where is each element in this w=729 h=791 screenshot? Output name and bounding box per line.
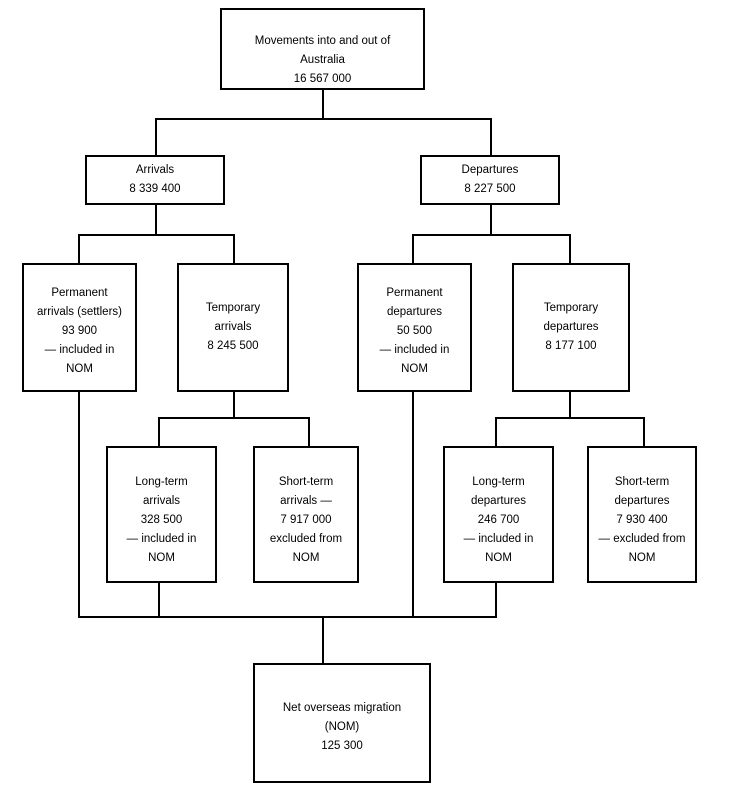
node-line: — included in (126, 533, 197, 545)
connector-permanent-arrivals-to-nom (78, 390, 80, 618)
node-line: Permanent (386, 287, 443, 299)
node-line: — included in (44, 344, 115, 356)
connector-nom-bus (78, 616, 497, 618)
node-line: — included in (379, 344, 450, 356)
connector-bus-to-short-term-departures (643, 417, 645, 448)
connector-permanent-departures-to-nom (412, 390, 414, 618)
node-line: arrivals (142, 495, 181, 507)
node-value: 8 339 400 (129, 183, 181, 195)
node-short-term-departures[interactable]: Short-term departures 7 930 400 — exclud… (587, 446, 697, 583)
node-line: (NOM) (324, 721, 360, 733)
node-value: 8 177 100 (545, 340, 597, 352)
connector-bus-to-temporary-departures (569, 234, 571, 263)
connector-bus-to-permanent-departures (412, 234, 414, 263)
node-permanent-departures[interactable]: Permanent departures 50 500 — included i… (357, 263, 472, 392)
connector-bus-to-departures (490, 118, 492, 155)
node-value: 7 930 400 (616, 514, 668, 526)
node-long-term-arrivals[interactable]: Long-term arrivals 328 500 — included in… (106, 446, 217, 583)
node-movements-total[interactable]: Movements into and out of Australia 16 5… (220, 8, 425, 90)
node-temporary-departures[interactable]: Temporary departures 8 177 100 (512, 263, 630, 392)
node-value: 16 567 000 (293, 73, 352, 85)
node-line: departures (543, 321, 599, 333)
connector-long-term-arrivals-to-nom (158, 583, 160, 618)
node-line: Short-term (278, 476, 334, 488)
node-value: 7 917 000 (280, 514, 332, 526)
node-temporary-arrivals[interactable]: Temporary arrivals 8 245 500 (177, 263, 289, 392)
node-value: 328 500 (140, 514, 183, 526)
node-line: Movements into and out of (254, 35, 391, 47)
node-value: 93 900 (61, 325, 98, 337)
connector-root-down (322, 88, 324, 120)
node-line: NOM (292, 552, 320, 564)
node-line: NOM (485, 552, 512, 564)
node-line: NOM (148, 552, 175, 564)
node-value: 8 245 500 (207, 340, 259, 352)
node-line: arrivals (214, 321, 252, 333)
node-short-term-arrivals[interactable]: Short-term arrivals — 7 917 000 excluded… (253, 446, 359, 583)
connector-bus-to-permanent-arrivals (78, 234, 80, 263)
node-line: Permanent (51, 287, 108, 299)
connector-departures-down (490, 204, 492, 236)
node-line: Long-term (472, 476, 525, 488)
connector-nom-bus-down (322, 616, 324, 663)
node-long-term-departures[interactable]: Long-term departures 246 700 — included … (443, 446, 554, 583)
node-line: departures (471, 495, 526, 507)
connector-temporary-arrivals-down (233, 390, 235, 419)
node-value: 50 500 (396, 325, 433, 337)
node-value: 246 700 (477, 514, 520, 526)
connector-bus-to-arrivals (155, 118, 157, 155)
node-line: NOM (66, 363, 93, 375)
node-line: Departures (461, 164, 519, 176)
node-line: arrivals (settlers) (37, 306, 122, 318)
node-permanent-arrivals[interactable]: Permanent arrivals (settlers) 93 900 — i… (22, 263, 137, 392)
node-net-overseas-migration[interactable]: Net overseas migration (NOM) 125 300 (253, 663, 431, 783)
node-arrivals[interactable]: Arrivals 8 339 400 (85, 155, 225, 205)
node-line: NOM (628, 552, 656, 564)
node-line: Temporary (205, 302, 261, 314)
node-line: Short-term (614, 476, 670, 488)
node-line: departures (614, 495, 670, 507)
connector-arrivals-bus (78, 234, 235, 236)
node-line: excluded from (269, 533, 343, 545)
connector-long-term-departures-to-nom (495, 583, 497, 618)
connector-arrivals-down (155, 204, 157, 236)
node-value: 125 300 (321, 740, 363, 752)
node-line: NOM (401, 363, 428, 375)
connector-level1-bus (155, 118, 492, 120)
node-line: — included in (463, 533, 534, 545)
node-line: Net overseas migration (282, 702, 402, 714)
node-departures[interactable]: Departures 8 227 500 (420, 155, 560, 205)
node-value: 8 227 500 (464, 183, 516, 195)
node-line: Long-term (135, 476, 188, 488)
connector-temporary-arrivals-bus (158, 417, 310, 419)
connector-bus-to-short-term-arrivals (308, 417, 310, 448)
node-line: Arrivals (135, 164, 175, 176)
node-line: — excluded from (598, 533, 686, 545)
connector-bus-to-temporary-arrivals (233, 234, 235, 263)
connector-bus-to-long-term-arrivals (158, 417, 160, 448)
node-line: arrivals — (280, 495, 332, 507)
connector-bus-to-long-term-departures (495, 417, 497, 448)
node-line: departures (387, 306, 442, 318)
node-line: Temporary (543, 302, 599, 314)
connector-temporary-departures-down (569, 390, 571, 419)
connector-departures-bus (412, 234, 571, 236)
connector-temporary-departures-bus (495, 417, 645, 419)
node-line: Australia (300, 54, 345, 66)
